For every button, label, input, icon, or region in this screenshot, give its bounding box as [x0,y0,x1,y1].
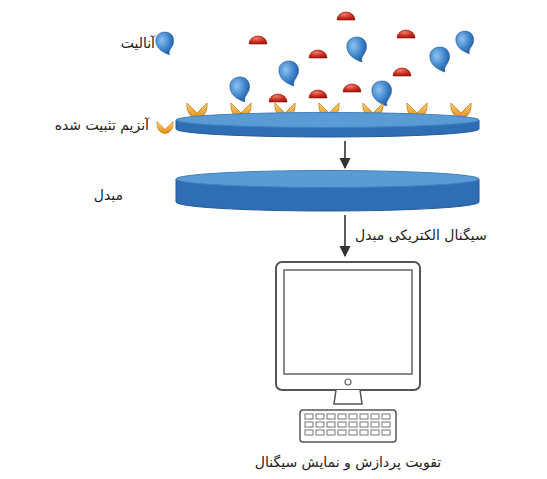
flow-arrow [344,215,346,256]
disc-outline [175,112,480,138]
flow-arrow [344,141,346,168]
part-label: آنالیت [121,35,155,52]
node-label: مبدل [94,187,123,204]
edge-label: سیگنال الکتریکی مبدل [353,227,489,244]
enzyme-plate: آنزیم تثبیت شده [175,112,480,138]
computer-box: تقویت پردازش و نمایش سیگنال [272,258,424,446]
node-label: تقویت پردازش و نمایش سیگنال [255,454,441,471]
transducer-disc: مبدل [175,170,480,212]
disc-outline [175,170,480,212]
node-label: آنزیم تثبیت شده [55,117,149,134]
computer-icon [276,262,420,442]
